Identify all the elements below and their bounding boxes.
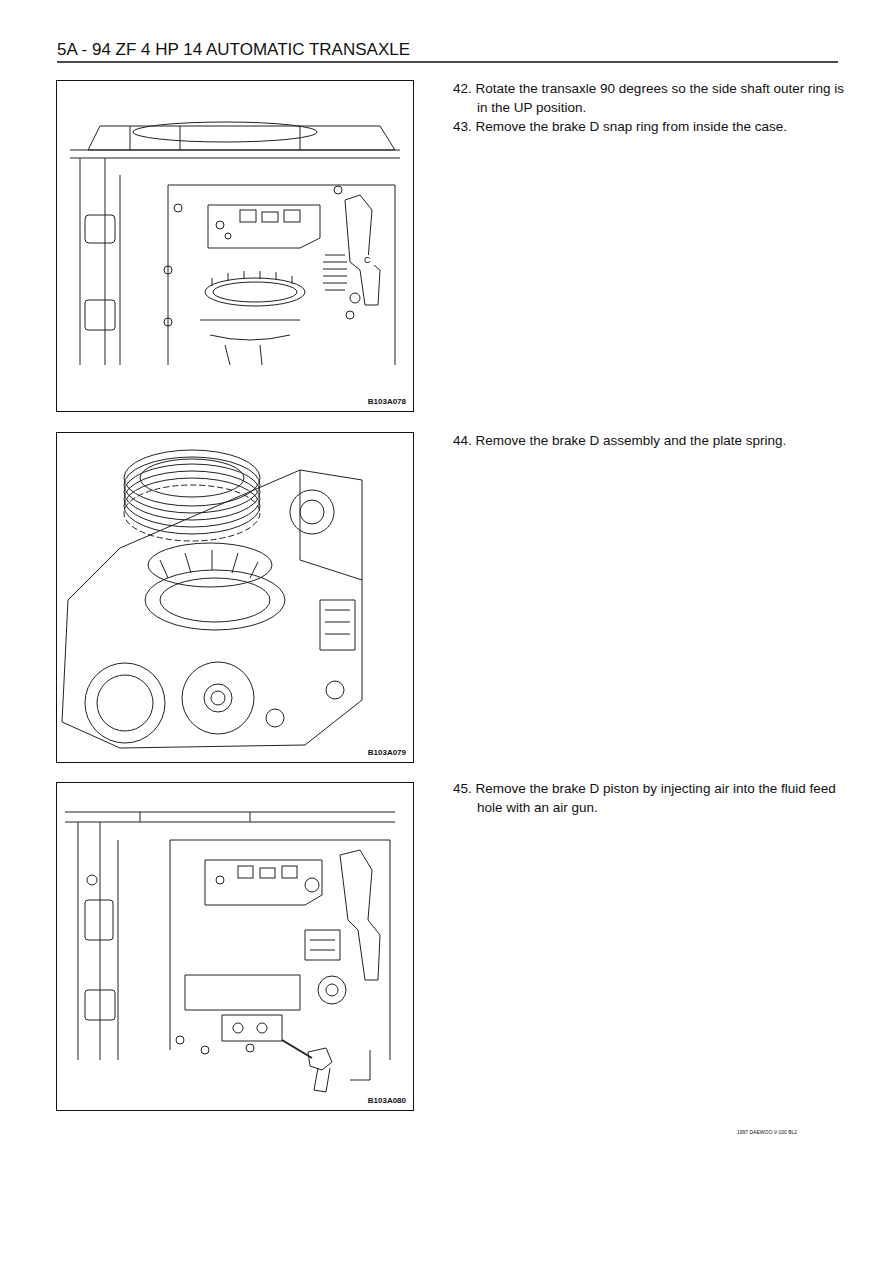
part-letter: C (364, 255, 378, 265)
figure-code: B103A078 (367, 397, 407, 406)
figure-frame: B103A078 (56, 80, 414, 412)
figure-frame: B103A080 (56, 782, 414, 1111)
page-header: 5A - 94 ZF 4 HP 14 AUTOMATIC TRANSAXLE (57, 40, 410, 60)
figure-frame: B103A079 (56, 432, 414, 763)
transaxle-case-figure (70, 122, 400, 365)
brake-d-assembly-figure (62, 450, 362, 748)
step-text: 42. Rotate the transaxle 90 degrees so t… (453, 79, 849, 117)
step-text: 43. Remove the brake D snap ring from in… (453, 117, 849, 136)
brake-d-piston-figure (65, 812, 395, 1092)
figure-code: B103A079 (367, 748, 407, 757)
figure-code: B103A080 (367, 1096, 407, 1105)
step-text: 45. Remove the brake D piston by injecti… (453, 779, 849, 817)
header-rule (57, 61, 838, 63)
step-text: 44. Remove the brake D assembly and the … (453, 431, 849, 450)
page-footer: 1997 DAEWOO V-100 BL2 (737, 1129, 837, 1135)
